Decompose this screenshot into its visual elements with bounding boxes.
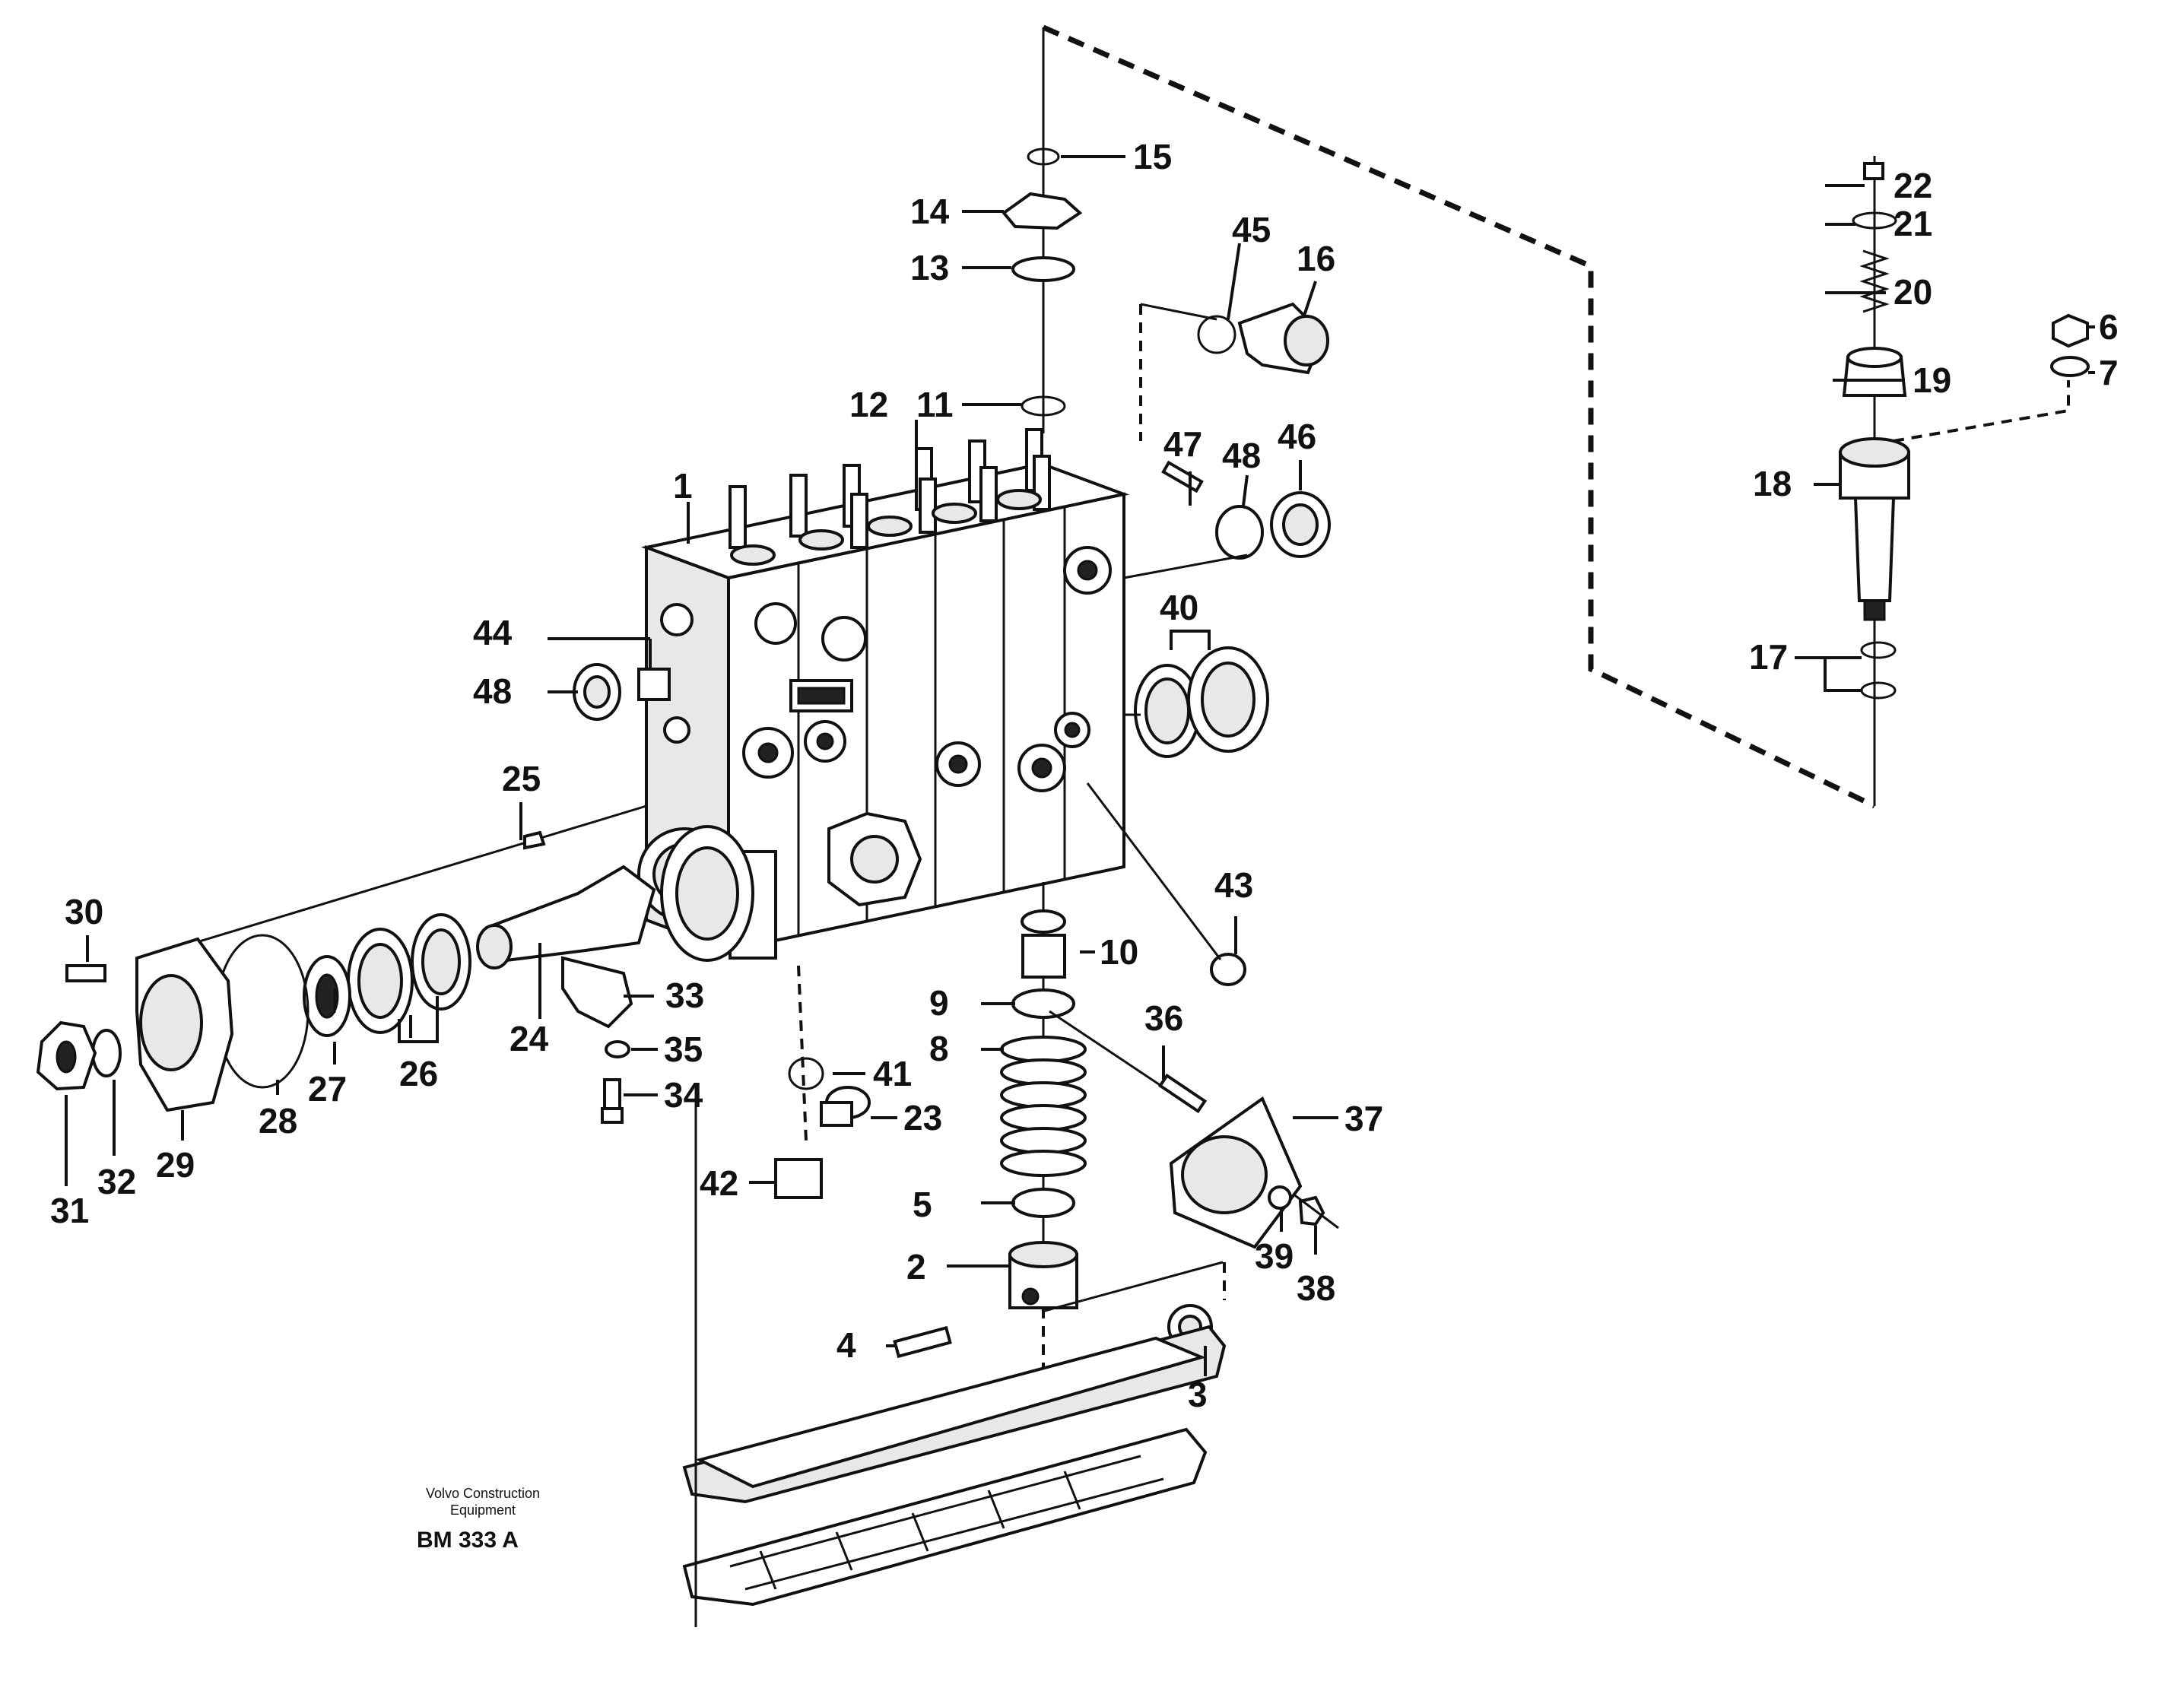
callout-45: 45 <box>1232 210 1271 249</box>
callout-2: 2 <box>906 1247 926 1287</box>
bottom-covers <box>682 1087 1227 1627</box>
callout-10: 10 <box>1100 932 1138 972</box>
callout-44: 44 <box>473 613 513 652</box>
callout-19: 19 <box>1913 360 1951 400</box>
callout-12: 12 <box>849 385 888 424</box>
leader-lines <box>65 155 2095 1376</box>
callout-22: 22 <box>1894 166 1932 205</box>
callout-29: 29 <box>156 1145 195 1185</box>
callout-43: 43 <box>1214 865 1253 905</box>
callout-21: 21 <box>1894 204 1932 243</box>
callout-11: 11 <box>916 385 954 424</box>
diagram-caption: Volvo Construction Equipment BM 333 A <box>417 1486 540 1553</box>
caption-company: Volvo Construction <box>426 1486 540 1501</box>
callout-39: 39 <box>1255 1236 1294 1276</box>
callout-17: 17 <box>1749 637 1788 677</box>
callout-9: 9 <box>929 983 949 1023</box>
callout-33: 33 <box>665 976 704 1015</box>
callout-47: 47 <box>1163 424 1202 464</box>
callout-40: 40 <box>1160 588 1198 627</box>
callout-34: 34 <box>664 1075 703 1115</box>
callout-48-right: 48 <box>1222 436 1261 475</box>
callout-26: 26 <box>399 1054 438 1093</box>
callout-28: 28 <box>259 1101 297 1141</box>
callout-5: 5 <box>913 1185 932 1224</box>
callout-8: 8 <box>929 1029 949 1068</box>
top-studs <box>729 428 1051 549</box>
callout-23: 23 <box>903 1098 942 1137</box>
callout-38: 38 <box>1297 1268 1335 1308</box>
camshaft-assembly <box>36 804 754 1124</box>
callout-25: 25 <box>502 759 541 798</box>
callout-6: 6 <box>2099 307 2119 347</box>
callout-labels: 1 2 3 4 5 6 7 8 9 10 11 12 13 14 15 16 1… <box>50 137 2119 1414</box>
plunger-stack <box>774 782 1339 1414</box>
nozzle-assembly <box>1839 156 2090 700</box>
callout-48-left: 48 <box>473 671 512 711</box>
spring-8 <box>1000 1036 1087 1177</box>
callout-16: 16 <box>1297 239 1335 278</box>
bearing-40 <box>1124 646 1269 758</box>
callout-13: 13 <box>910 248 949 287</box>
caption-subtitle: Equipment <box>450 1502 516 1518</box>
callout-18: 18 <box>1753 464 1792 503</box>
caption-code: BM 333 A <box>417 1528 519 1553</box>
assembly-frame <box>1042 24 1876 809</box>
callout-32: 32 <box>97 1162 136 1201</box>
callout-3: 3 <box>1188 1375 1208 1414</box>
callout-35: 35 <box>664 1030 703 1069</box>
callout-14: 14 <box>910 192 950 231</box>
callout-4: 4 <box>836 1325 856 1365</box>
pump-housing <box>637 428 1130 960</box>
callout-7: 7 <box>2099 353 2119 392</box>
callout-24: 24 <box>509 1019 549 1058</box>
callout-30: 30 <box>65 892 103 931</box>
callout-37: 37 <box>1344 1099 1383 1138</box>
callout-31: 31 <box>50 1191 89 1230</box>
callout-20: 20 <box>1894 272 1932 312</box>
callout-15: 15 <box>1133 137 1172 176</box>
top-components <box>1002 148 1331 579</box>
callout-36: 36 <box>1144 998 1183 1038</box>
left-side-items <box>573 663 671 721</box>
callout-46: 46 <box>1278 417 1316 456</box>
callout-27: 27 <box>308 1069 347 1109</box>
callout-42: 42 <box>700 1163 738 1203</box>
callout-41: 41 <box>873 1054 912 1093</box>
callout-1: 1 <box>673 466 693 506</box>
